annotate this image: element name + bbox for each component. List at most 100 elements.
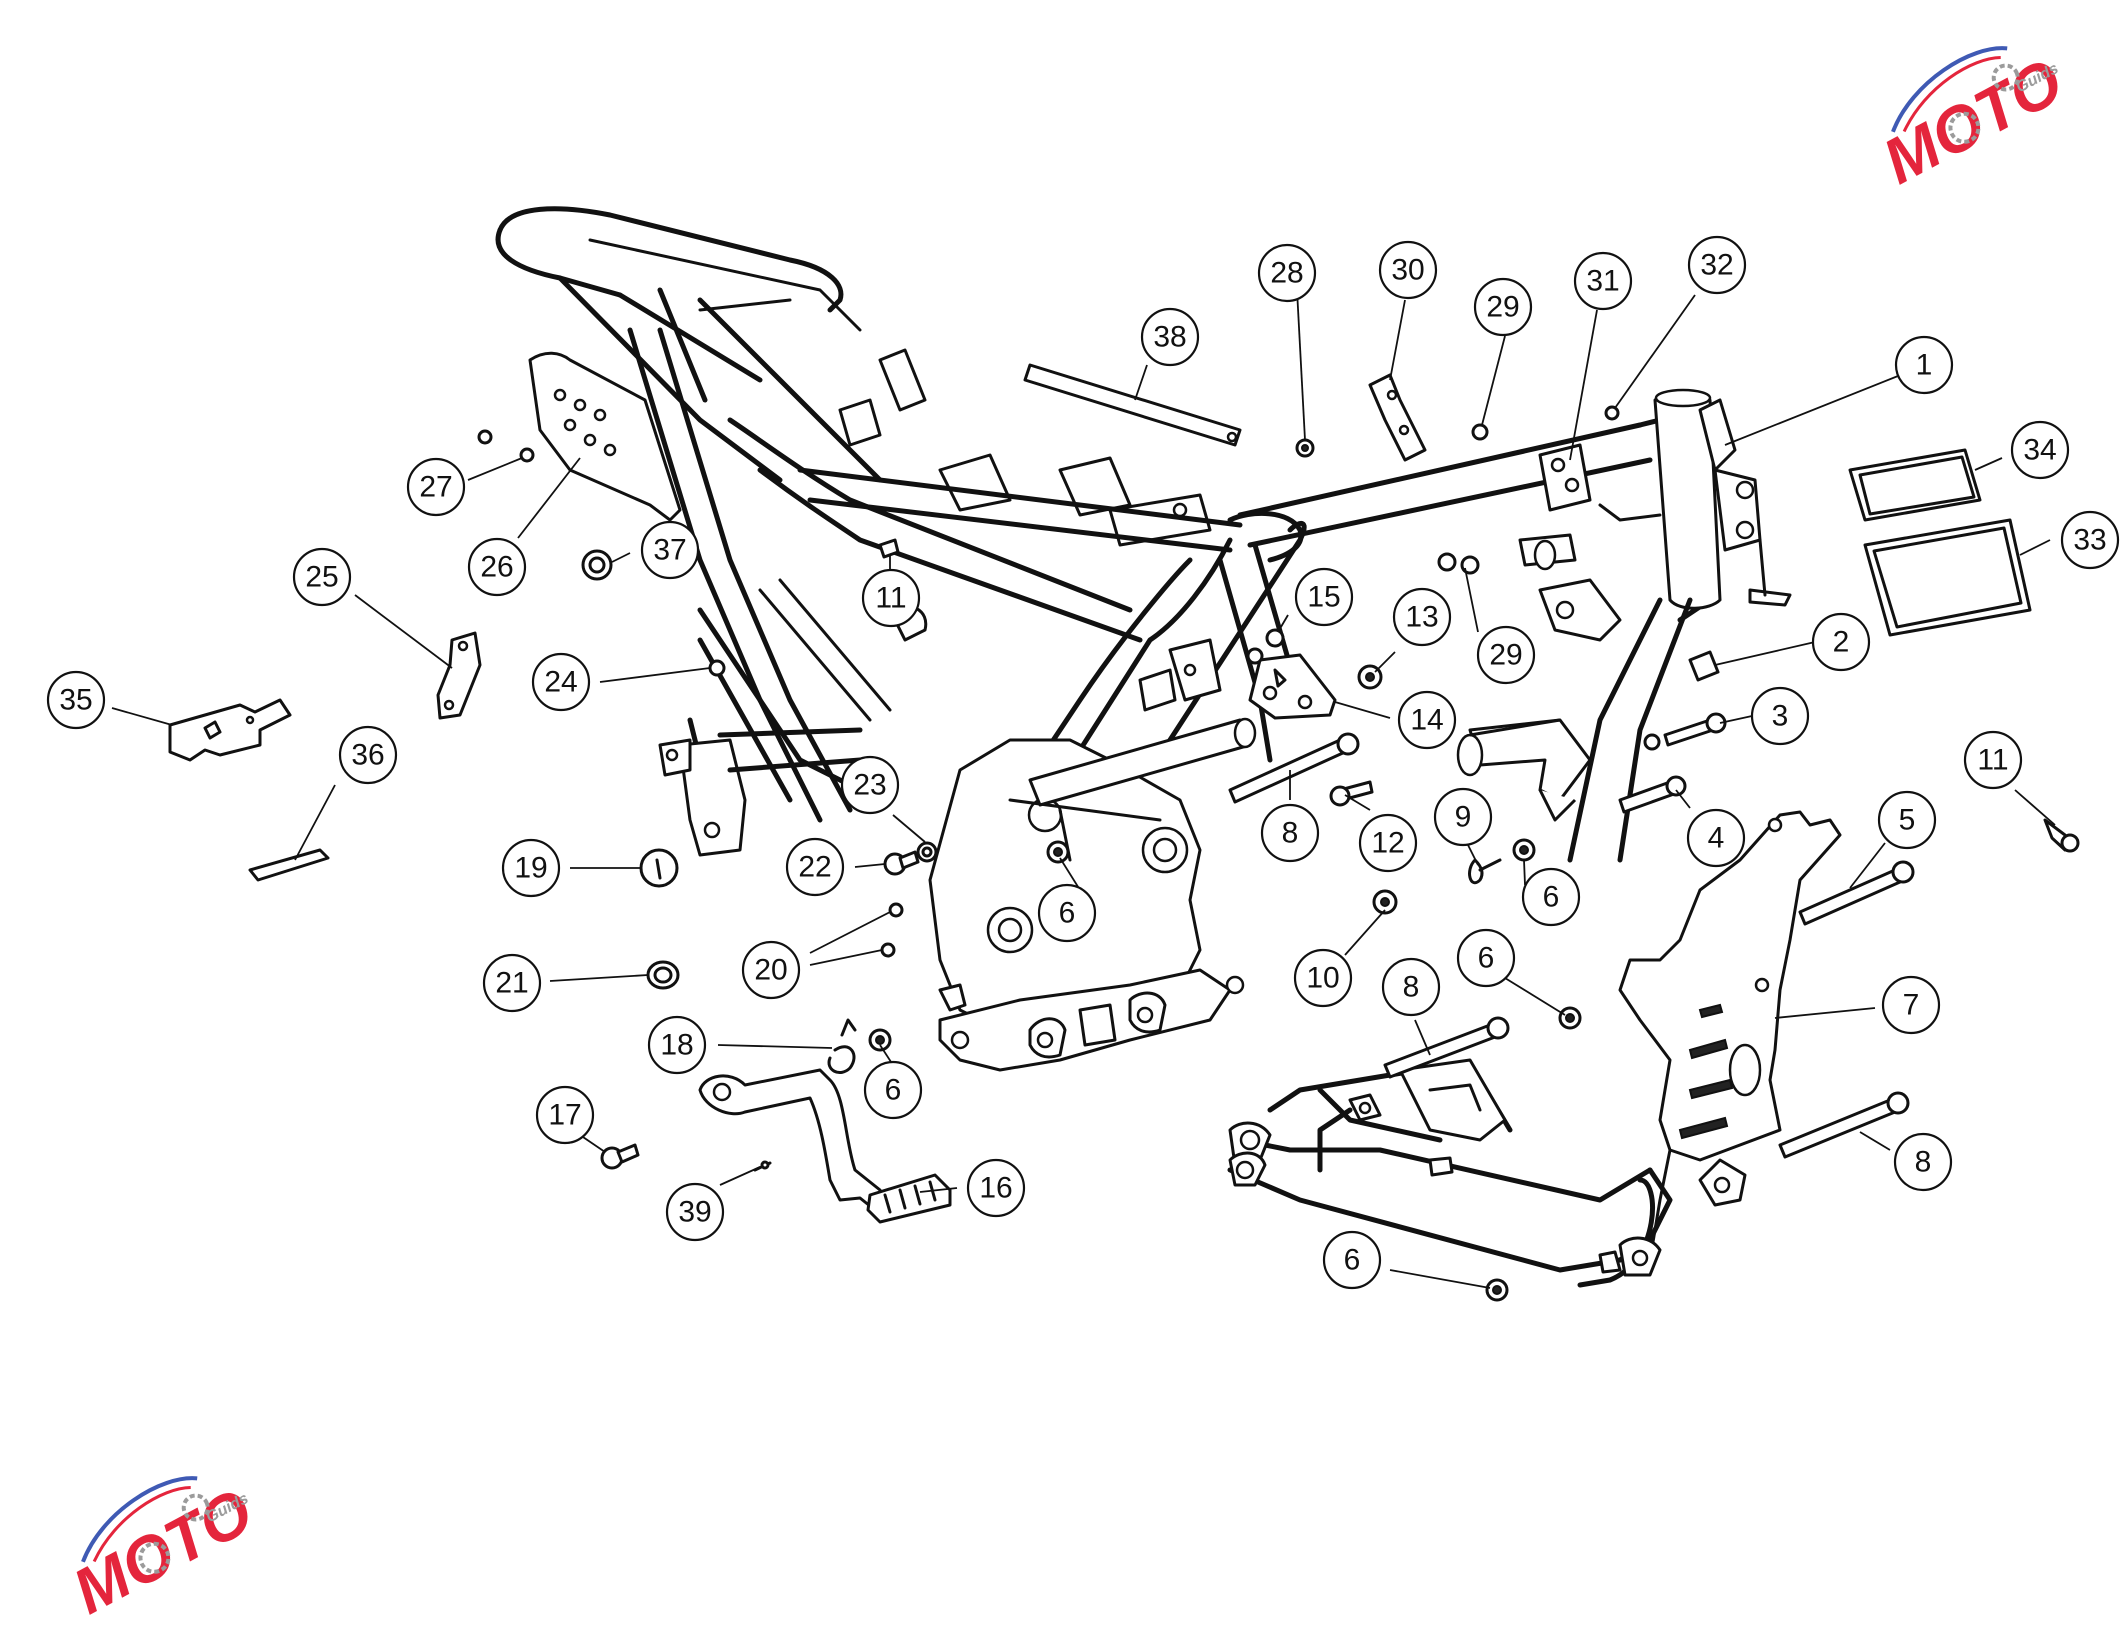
- callout-26: 26: [467, 537, 527, 597]
- svg-text:20: 20: [754, 954, 787, 987]
- svg-text:5: 5: [1899, 804, 1916, 837]
- callout-6b: 6: [1521, 867, 1581, 927]
- part-bracket-14: [1248, 653, 1337, 720]
- part-cap-2: [1688, 650, 1720, 682]
- svg-text:22: 22: [798, 851, 831, 884]
- callout-29b: 29: [1476, 625, 1536, 685]
- callout-38: 38: [1140, 307, 1200, 367]
- svg-text:32: 32: [1700, 249, 1733, 282]
- leader-lines: [111, 289, 2056, 1289]
- part-plate-26: [528, 351, 682, 522]
- callout-18: 18: [647, 1015, 707, 1075]
- callout-37: 37: [640, 520, 700, 580]
- callout-22: 22: [785, 837, 845, 897]
- svg-text:15: 15: [1307, 581, 1340, 614]
- svg-text:13: 13: [1405, 601, 1438, 634]
- part-bolt-3: [1643, 712, 1727, 751]
- part-spring-18: [827, 1018, 857, 1074]
- svg-text:24: 24: [544, 666, 577, 699]
- part-screw-27: [477, 429, 535, 463]
- svg-text:6: 6: [1478, 942, 1495, 975]
- callout-8b: 8: [1381, 957, 1441, 1017]
- callout-4: 4: [1686, 808, 1746, 868]
- part-nut-32: [1604, 405, 1620, 421]
- callout-6a: 6: [1037, 883, 1097, 943]
- svg-text:11: 11: [875, 582, 906, 615]
- part-bolt-8b: [1383, 1016, 1510, 1079]
- part-nut-10: [1372, 889, 1398, 915]
- callout-29a: 29: [1473, 277, 1533, 337]
- part-nut-6a: [1046, 840, 1070, 864]
- callout-11a: 11: [861, 568, 921, 628]
- callout-8a: 8: [1260, 803, 1320, 863]
- part-bolt-15: [1246, 628, 1285, 665]
- part-lower-cradle: [1227, 1058, 1747, 1288]
- part-washer-37: [581, 549, 613, 581]
- svg-text:18: 18: [660, 1029, 693, 1062]
- callout-6c: 6: [1456, 928, 1516, 988]
- svg-text:19: 19: [514, 852, 547, 885]
- callout-25: 25: [292, 547, 352, 607]
- svg-text:8: 8: [1915, 1146, 1932, 1179]
- callouts: 1 2 3 4 5 6 6 6 6 6 7 8 8 8 9 10 11 11 1…: [46, 235, 2120, 1290]
- part-nut-6c: [1558, 1006, 1582, 1030]
- part-bolt-12: [1329, 780, 1374, 807]
- part-bolt-5: [1798, 860, 1915, 926]
- callout-10: 10: [1293, 948, 1353, 1008]
- svg-text:25: 25: [305, 561, 338, 594]
- part-bolt-8c: [1778, 1091, 1910, 1159]
- watermark-logo-bottom-left: MOTO Guids: [62, 1475, 264, 1628]
- part-decal-33: [1863, 518, 2032, 637]
- svg-text:6: 6: [1344, 1244, 1361, 1277]
- callout-6e: 6: [1322, 1230, 1382, 1290]
- part-grommet-21: [646, 960, 680, 990]
- callout-2: 2: [1811, 612, 1871, 672]
- part-bolt-4: [1618, 775, 1687, 814]
- part-bolt-11a: [878, 538, 900, 559]
- svg-text:26: 26: [480, 551, 513, 584]
- callout-30: 30: [1378, 240, 1438, 300]
- svg-text:30: 30: [1391, 254, 1424, 287]
- svg-text:31: 31: [1586, 265, 1619, 298]
- part-bracket-25: [436, 631, 482, 720]
- part-nut-6e: [1485, 1278, 1509, 1302]
- callout-6d: 6: [863, 1060, 923, 1120]
- callout-39: 39: [665, 1182, 725, 1242]
- part-bolt-24: [708, 659, 726, 677]
- part-pedal-16: [698, 1068, 952, 1224]
- part-clip-9: [1468, 858, 1502, 884]
- svg-text:4: 4: [1708, 822, 1725, 855]
- svg-text:29: 29: [1486, 291, 1519, 324]
- svg-text:11: 11: [1977, 744, 2008, 777]
- part-bolt-11b: [2043, 818, 2080, 853]
- callout-15: 15: [1294, 567, 1354, 627]
- part-nut-6d: [868, 1028, 892, 1052]
- svg-text:23: 23: [853, 769, 886, 802]
- part-bolt-17: [600, 1143, 640, 1170]
- svg-text:6: 6: [1059, 897, 1076, 930]
- callout-31: 31: [1573, 251, 1633, 311]
- svg-text:3: 3: [1772, 700, 1789, 733]
- svg-text:8: 8: [1403, 971, 1420, 1004]
- watermark-logo-top-right: MOTO Guids: [1872, 45, 2074, 198]
- part-washer-23: [916, 841, 938, 863]
- callout-8c: 8: [1893, 1132, 1953, 1192]
- part-bracket-30: [1368, 373, 1427, 462]
- callout-17: 17: [535, 1085, 595, 1145]
- part-bolt-8a: [1228, 732, 1360, 804]
- callout-14: 14: [1397, 690, 1457, 750]
- part-pad-36: [248, 848, 330, 882]
- part-skid-plate-7: [1618, 810, 1842, 1262]
- svg-text:16: 16: [979, 1172, 1012, 1205]
- part-bracket-35: [168, 698, 292, 762]
- svg-text:9: 9: [1455, 801, 1472, 834]
- callout-23: 23: [840, 755, 900, 815]
- part-bolt-29a: [1471, 423, 1489, 441]
- svg-text:10: 10: [1306, 962, 1339, 995]
- callout-7: 7: [1881, 975, 1941, 1035]
- part-nut-28: [1295, 438, 1315, 458]
- callout-33: 33: [2060, 510, 2120, 570]
- svg-text:6: 6: [885, 1074, 902, 1107]
- part-bolt-29b: [1437, 552, 1480, 575]
